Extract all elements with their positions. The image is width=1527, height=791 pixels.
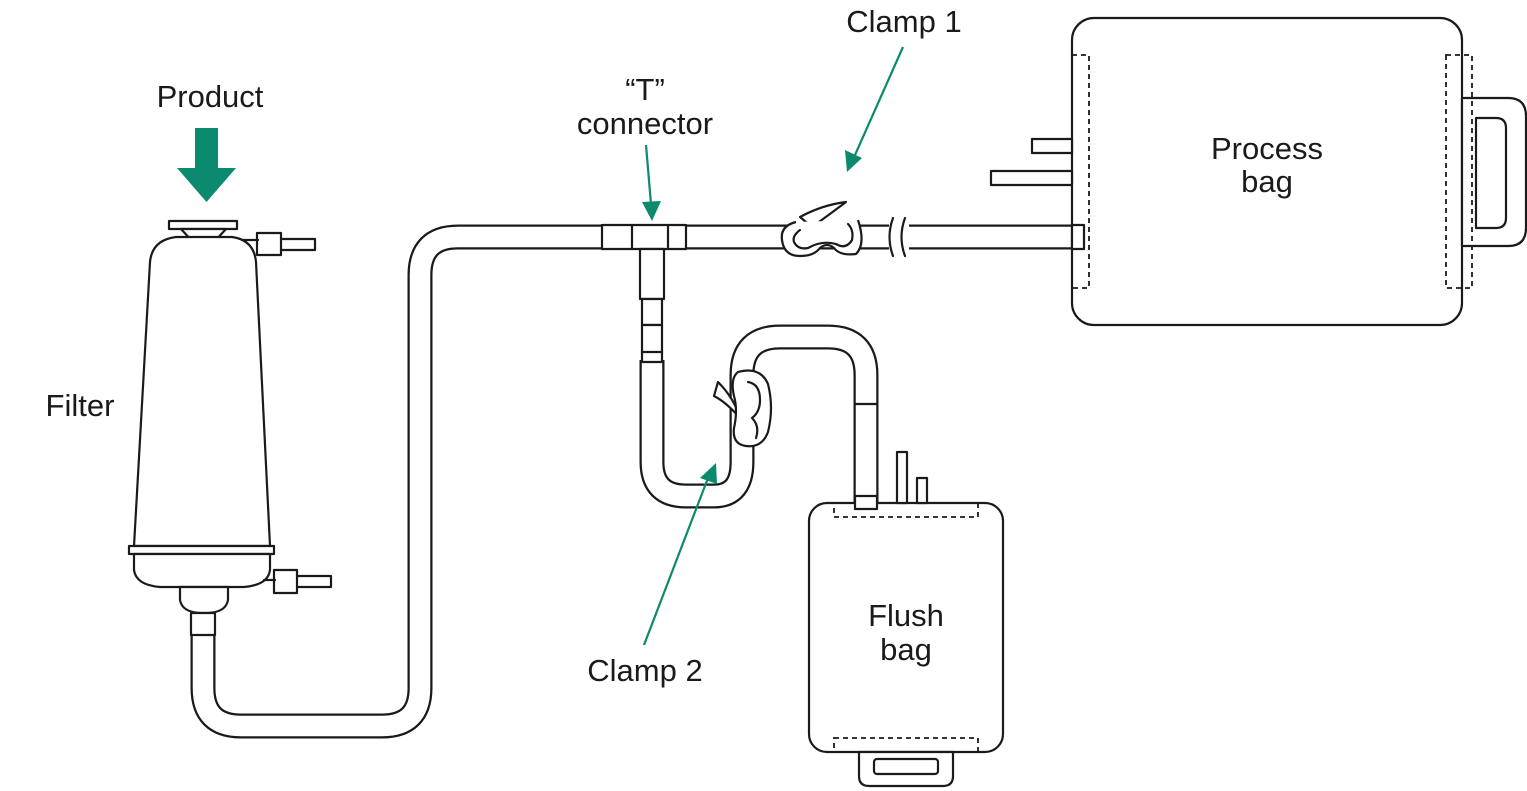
leader-lines bbox=[642, 46, 905, 646]
labels: Product Filter “T” connector Clamp 1 Cla… bbox=[46, 4, 1323, 688]
flush-bag-label-line1: Flush bbox=[868, 598, 944, 633]
process-bag-label-line2: bag bbox=[1241, 164, 1293, 199]
pinch-clamp-2[interactable] bbox=[712, 369, 773, 448]
process-bag bbox=[989, 16, 1527, 327]
filter-label: Filter bbox=[46, 388, 115, 423]
filter-capsule bbox=[127, 219, 333, 637]
flush-bag-label-line2: bag bbox=[880, 632, 932, 667]
t-connector-label-line2: connector bbox=[577, 106, 713, 141]
t-connector-label-line1: “T” bbox=[625, 72, 665, 107]
process-bag-label-line1: Process bbox=[1211, 131, 1323, 166]
clamp2-label: Clamp 2 bbox=[587, 653, 702, 688]
down-arrow-icon bbox=[177, 128, 236, 202]
pinch-clamp-1[interactable] bbox=[780, 200, 863, 258]
t-connector bbox=[600, 223, 688, 364]
clamp1-label: Clamp 1 bbox=[846, 4, 961, 39]
flush-bag bbox=[807, 402, 1005, 788]
tube-break-mark bbox=[888, 216, 909, 258]
product-label: Product bbox=[157, 79, 264, 114]
